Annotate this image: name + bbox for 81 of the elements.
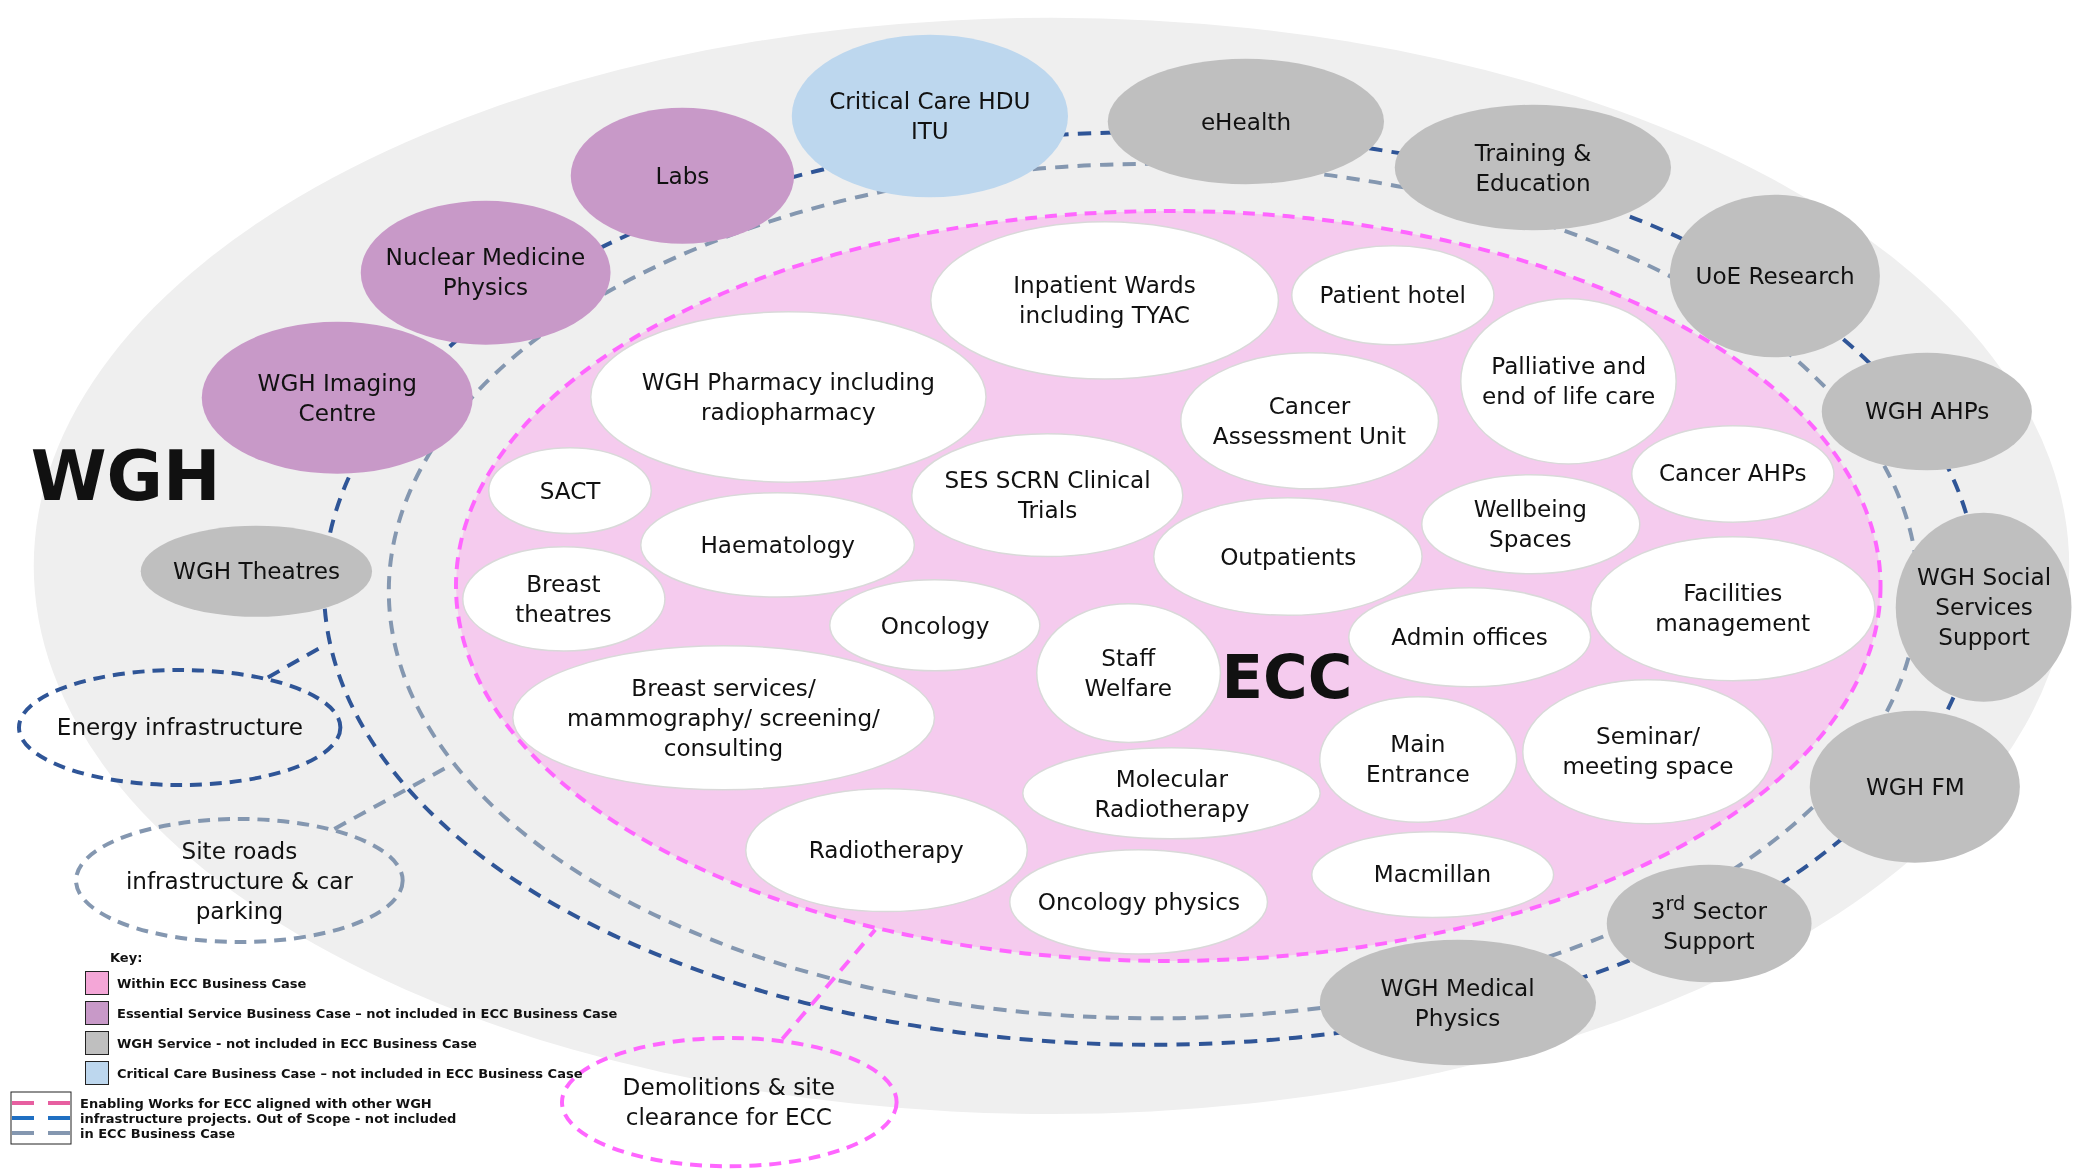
node-label: WGH [30, 441, 221, 511]
node-label: Wellbeing Spaces [1472, 494, 1588, 554]
service-ellipse [829, 579, 1041, 672]
node-label: Training & Education [1473, 138, 1593, 198]
service-ellipse [640, 492, 916, 598]
service-ellipse [140, 525, 373, 618]
service-ellipse [1318, 939, 1597, 1067]
service-ellipse [1522, 678, 1774, 824]
node-label: WGH Pharmacy including radiopharmacy [640, 367, 936, 427]
service-ellipse [1895, 511, 2073, 703]
legend-text: Critical Care Business Case – not included in ECC Business Case [117, 1065, 583, 1081]
node-label: Oncology physics [1037, 888, 1240, 917]
node-label: Patient hotel [1319, 280, 1466, 310]
service-ellipse [359, 199, 612, 346]
node-label: Labs [655, 161, 710, 191]
service-ellipse [1022, 747, 1322, 840]
legend-text: Within ECC Business Case [117, 975, 307, 991]
service-ellipse [1809, 710, 2022, 864]
service-ellipse [1669, 194, 1881, 359]
node-label: Nuclear Medicine Physics [384, 243, 586, 303]
service-ellipse [1290, 244, 1495, 346]
legend-text: WGH Service - not included in ECC Business Case [117, 1035, 477, 1051]
service-ellipse [488, 447, 653, 535]
service-ellipse [570, 107, 795, 245]
node-label: SES SCRN Clinical Trials [943, 465, 1152, 525]
node-label: WGH FM [1865, 772, 1965, 802]
service-ellipse [1630, 424, 1835, 523]
node-label: Main Entrance [1365, 730, 1471, 790]
node-label: Haematology [700, 530, 856, 560]
service-ellipse [1605, 863, 1813, 983]
service-ellipse [1179, 351, 1440, 490]
node-label: eHealth [1200, 107, 1292, 137]
node-label: Critical Care HDU ITU [828, 87, 1032, 147]
service-ellipse [1009, 849, 1269, 955]
service-ellipse [1153, 497, 1424, 617]
service-ellipse [1589, 535, 1876, 682]
node-label: Oncology [880, 611, 990, 641]
service-ellipse [744, 788, 1028, 913]
legend-text: Essential Service Business Case – not included in ECC Business Case [117, 1005, 618, 1021]
dashed-connector [780, 928, 877, 1041]
enabling-works-ellipse [74, 817, 405, 945]
service-ellipse [911, 432, 1184, 557]
service-ellipse [1107, 58, 1385, 186]
service-ellipse [511, 645, 936, 791]
node-label: Site roads infrastructure & car parking [124, 836, 354, 926]
node-label: Admin offices [1391, 623, 1548, 653]
node-label: SACT [539, 476, 601, 506]
node-label: Cancer Assessment Unit [1211, 391, 1407, 451]
node-label: WGH Social Services Support [1916, 563, 2053, 653]
node-label: UoE Research [1695, 262, 1855, 292]
node-label: Energy infrastructure [56, 713, 303, 743]
service-ellipse [790, 34, 1069, 199]
service-ellipse [1347, 587, 1592, 688]
node-label: WGH AHPs [1865, 397, 1990, 427]
node-label: WGH Theatres [173, 557, 341, 587]
node-label: Demolitions & site clearance for ECC [621, 1072, 836, 1132]
service-ellipse [1821, 351, 2033, 471]
node-label: Cancer AHPs [1658, 459, 1807, 489]
node-label: Outpatients [1220, 542, 1357, 572]
node-label: Seminar/ meeting space [1561, 722, 1735, 782]
node-label: Staff Welfare [1083, 644, 1174, 704]
node-label: Palliative and end of life care [1481, 351, 1656, 411]
node-label: Facilities management [1654, 579, 1812, 639]
node-label: WGH Medical Physics [1379, 973, 1536, 1033]
node-label: Breast theatres [514, 570, 613, 630]
service-ellipse [1035, 603, 1221, 744]
node-label: WGH Imaging Centre [256, 369, 418, 429]
node-label: Breast services/ mammography/ screening/ consulting [566, 674, 881, 764]
key-heading: Key: [110, 950, 144, 965]
node-label: 3$^{rd}$ Sector Support [1649, 890, 1768, 956]
node-label: Macmillan [1373, 860, 1492, 890]
legend-text: Enabling Works for ECC aligned with other WGH infrastructure projects. Out of Scope - not included in ECC Business Case [80, 1095, 458, 1141]
service-ellipse [1394, 104, 1672, 232]
node-label: Radiotherapy [808, 836, 964, 866]
node-label: Inpatient Wards including TYAC [1012, 271, 1197, 331]
node-label: Molecular Radiotherapy [1093, 764, 1251, 824]
node-label: ECC [1221, 646, 1353, 708]
enabling-works-ellipse [17, 667, 343, 787]
service-ellipse [1310, 830, 1555, 918]
service-ellipse [461, 546, 666, 653]
service-ellipse [1420, 473, 1641, 574]
